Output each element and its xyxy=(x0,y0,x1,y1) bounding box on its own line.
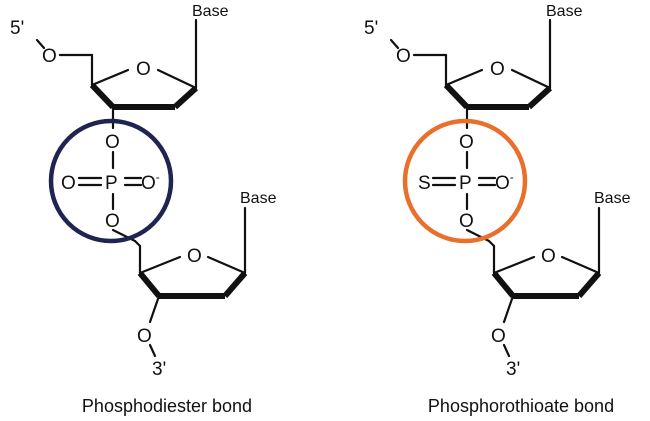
charged-oxygen-right: O- xyxy=(495,170,514,194)
base-top-right: Base xyxy=(546,3,583,20)
top-sugar-ring-left xyxy=(35,18,199,130)
phosphodiester-structure: 5' O O Base O P O O- O O Base O 3' Phosp… xyxy=(10,3,277,416)
three-prime-label-left: 3' xyxy=(152,359,166,380)
caption-left: Phosphodiester bond xyxy=(82,396,252,416)
phosphorus-left: P xyxy=(105,173,118,194)
five-prime-label-right: 5' xyxy=(364,18,378,39)
o5-label-right: O xyxy=(396,46,411,67)
sulfur-right: S xyxy=(418,173,431,194)
ring-oxygen-bottom-right: O xyxy=(541,246,556,267)
linking-oxygen-bottom-left: O xyxy=(105,211,120,232)
ring-oxygen-top-right: O xyxy=(490,59,505,80)
bottom-sugar-ring-right xyxy=(487,206,602,358)
base-bottom-right: Base xyxy=(594,190,631,207)
linking-oxygen-bottom-right: O xyxy=(459,211,474,232)
base-top-left: Base xyxy=(192,3,229,20)
highlight-circle-right xyxy=(402,118,528,244)
bottom-sugar-ring-left xyxy=(133,206,248,358)
linking-oxygen-top-left: O xyxy=(105,132,120,153)
five-prime-label-left: 5' xyxy=(10,18,24,39)
phosphorothioate-structure: 5' O O Base O P S O- O O Base O 3' Phosp… xyxy=(364,3,631,416)
ring-oxygen-top-left: O xyxy=(136,59,151,80)
highlight-circle-left xyxy=(48,118,174,244)
o3-label-right: O xyxy=(491,326,506,347)
double-oxygen-left: O xyxy=(61,173,76,194)
o5-label-left: O xyxy=(42,46,57,67)
top-sugar-ring-right xyxy=(389,18,553,130)
three-prime-label-right: 3' xyxy=(506,359,520,380)
linking-oxygen-top-right: O xyxy=(459,132,474,153)
ring-oxygen-bottom-left: O xyxy=(187,246,202,267)
charged-oxygen-left: O- xyxy=(141,170,160,194)
phosphorus-right: P xyxy=(459,173,472,194)
o3-label-left: O xyxy=(137,326,152,347)
base-bottom-left: Base xyxy=(240,190,277,207)
caption-right: Phosphorothioate bond xyxy=(428,396,614,416)
